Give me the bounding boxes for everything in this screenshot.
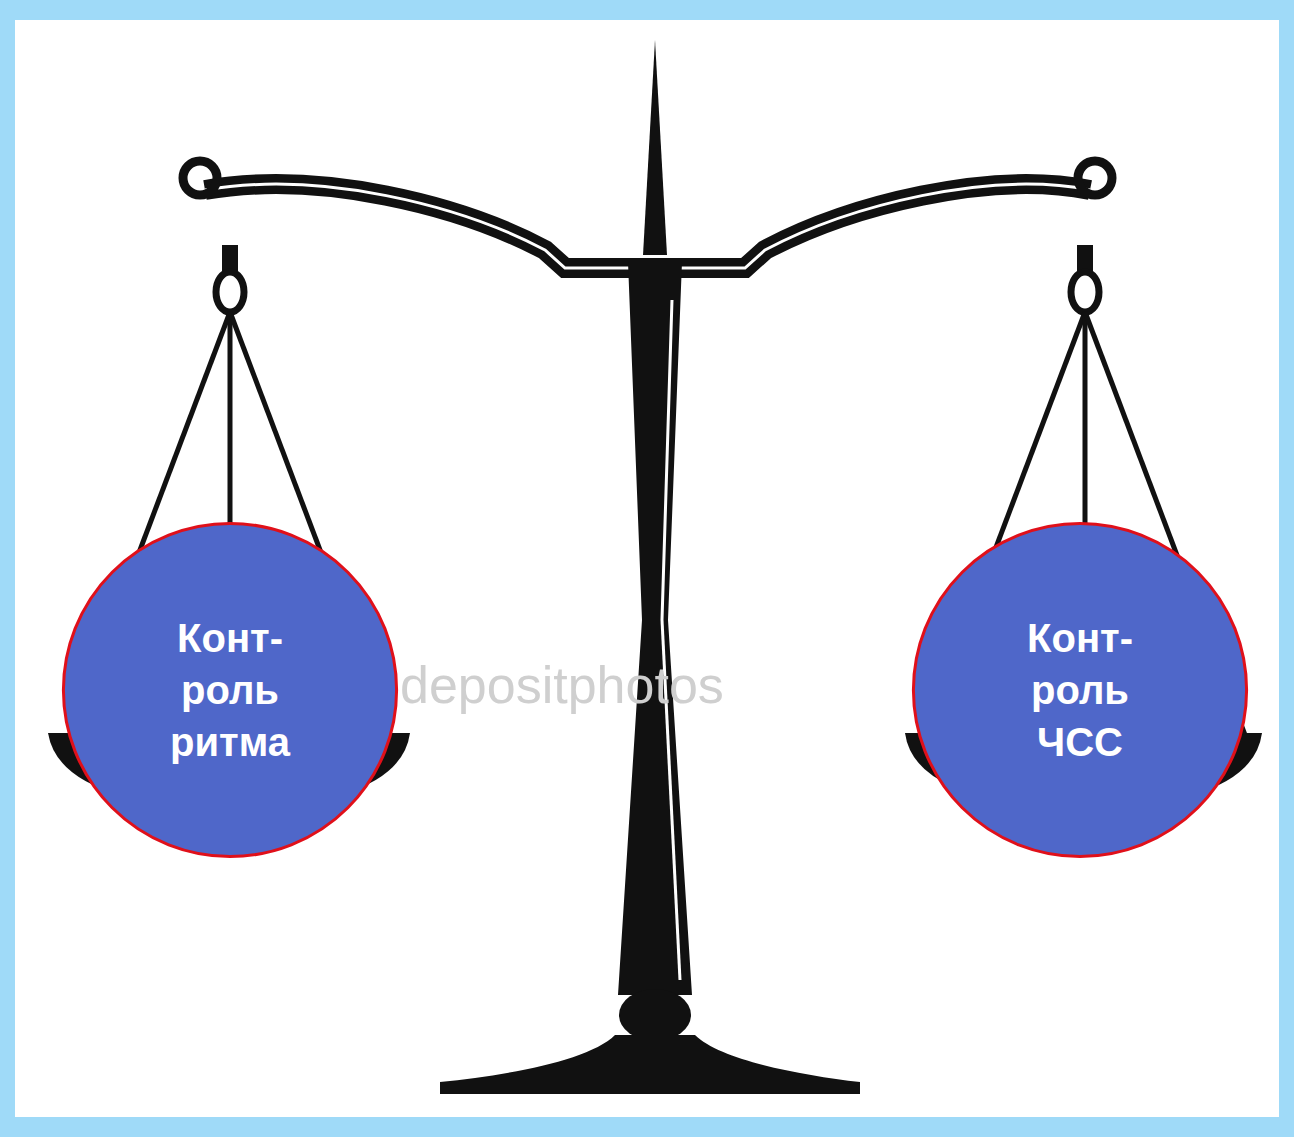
circle-node: Конт- роль ритма [60, 520, 400, 860]
circle-node: Конт- роль ЧСС [910, 520, 1250, 860]
circle-label: Конт- роль ЧСС [1027, 612, 1133, 768]
circle-label: Конт- роль ритма [170, 612, 290, 768]
watermark: depositphotos [400, 655, 724, 715]
